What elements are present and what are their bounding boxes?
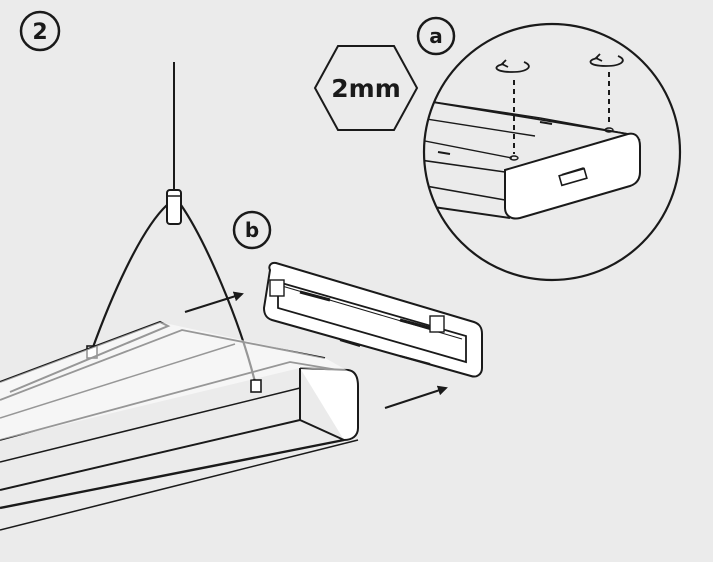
hexagon-icon: 2mm (313, 45, 419, 131)
cap-clip-right (429, 315, 445, 333)
cap-clip-left (269, 279, 285, 297)
rotate-arrow-icon (495, 59, 530, 73)
arrow-icon (384, 385, 448, 409)
step-number-badge: 2 (19, 10, 61, 52)
end-cap-exploded (262, 261, 483, 378)
sub-step-a-badge: a (416, 16, 456, 56)
sub-step-b-badge: b (232, 210, 272, 250)
cable-clip-right (250, 379, 262, 393)
luminaire-profile (0, 320, 359, 531)
arrow-icon (184, 291, 244, 313)
tool-size-text: 2mm (331, 74, 401, 103)
sub-step-b-text: b (245, 218, 259, 242)
end-cap-connector (558, 167, 588, 187)
step-number-text: 2 (32, 20, 47, 45)
cable-gripper (166, 189, 182, 225)
sub-step-a-text: a (429, 24, 443, 48)
zoom-detail-circle (422, 22, 682, 282)
rotate-arrow-icon (589, 53, 624, 67)
